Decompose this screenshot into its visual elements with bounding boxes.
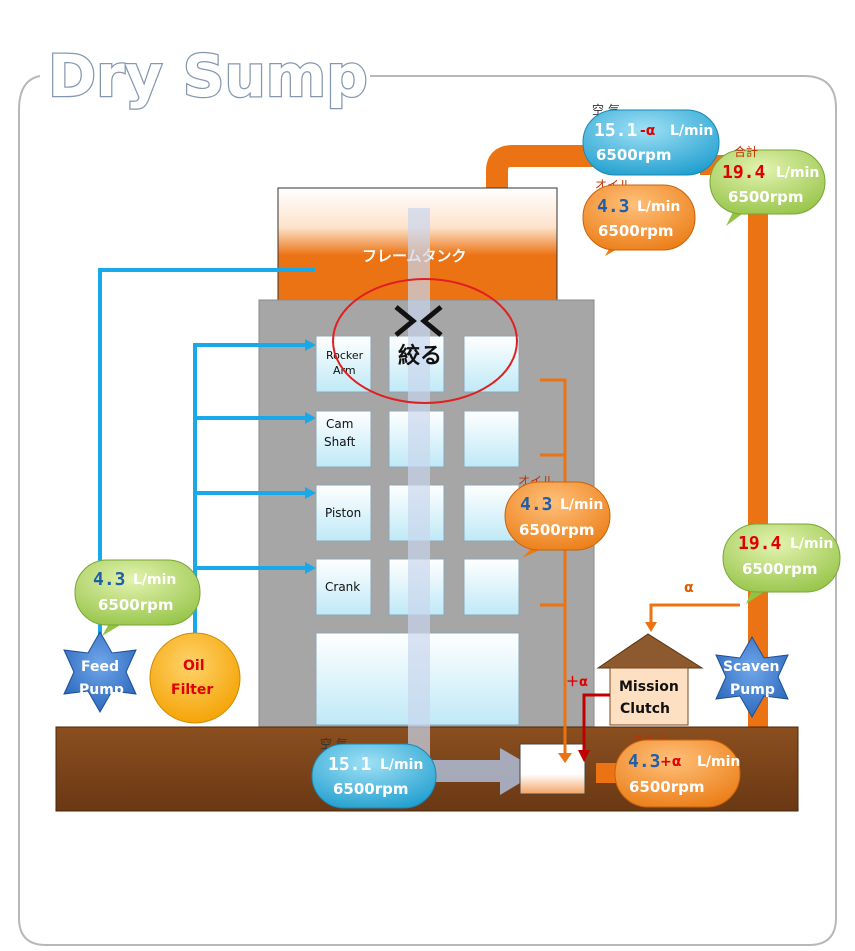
clutch-label-1: Mission [619,679,679,695]
bubble-rpm: 6500rpm [596,146,672,164]
scaven-pump-label-1: Scaven [723,659,779,675]
bubble-sym: +α [660,754,682,770]
scaven-pump-star [715,635,789,719]
clutch-return-line [582,693,610,752]
restrict-circle [332,278,518,404]
window-rocker-arm [315,335,372,393]
window [463,558,520,616]
bubble-rpm: 6500rpm [728,188,804,206]
bubble-num: 4.3 [628,751,661,772]
bubble-total-top: 合計 19.4 L/min 6500rpm [709,144,826,226]
plus-alpha-label: ＋α [566,675,588,690]
window-crank [315,558,372,616]
bubble-oil-mid: オイル 4.3 L/min 6500rpm [504,474,611,558]
bubble-rpm: 6500rpm [742,560,818,578]
bubble-rpm: 6500rpm [598,222,674,240]
bubble-rpm: 6500rpm [333,780,409,798]
bubble-num: 4.3 [520,494,553,515]
oil-filter-label-2: Filter [171,682,213,698]
bubble-unit: L/min [670,123,713,139]
bubble-unit: L/min [560,497,603,513]
bubble-unit: L/min [637,199,680,215]
window-piston [315,484,372,542]
window [463,410,520,468]
feed-arrowheads [305,339,316,574]
bubble-oil-top: オイル 4.3 L/min 6500rpm [582,178,696,256]
alpha-arrowhead [645,622,657,632]
oil-filter-label-1: Oil [183,658,205,674]
oil-filter-circle [149,632,241,724]
bubble-air-top: 空 気 15.1 -α L/min 6500rpm [582,102,720,176]
label-rocker-arm-1: Rocker [326,349,364,362]
bubble-rpm: 6500rpm [519,521,595,539]
bubble-feed-left: 4.3 L/min 6500rpm [74,559,201,636]
bubble-num: 15.1 [594,120,637,141]
air-arrow-shaft [430,760,500,782]
alpha-line [649,603,740,622]
bubble-num: 4.3 [597,196,630,217]
bubble-unit: L/min [133,572,176,588]
feed-lines [98,268,315,650]
clutch-roof [596,633,704,669]
alpha-label: α [684,580,694,596]
clutch-return-arrowhead [578,750,590,762]
restrict-label: 絞る [398,343,442,369]
frame-border [18,75,837,946]
bubble-unit: L/min [697,754,740,770]
oil-bracket-arrowhead [558,753,572,763]
air-column [408,208,430,783]
window-cam-shaft [315,410,372,468]
restrict-chevron-left [394,305,417,337]
bubble-unit: L/min [380,757,423,773]
feed-pump-star [63,630,137,714]
bubble-sym: -α [640,123,656,139]
bubble-num: 19.4 [738,533,782,554]
feed-pump-label-1: Feed [81,659,119,675]
bubble-num: 15.1 [328,754,371,775]
bubble-total-right: 19.4 L/min 6500rpm [722,523,841,604]
clutch-label-2: Clutch [620,701,670,717]
label-cam-shaft-2: Shaft [324,435,356,449]
label-crank: Crank [325,580,360,594]
label-cam-shaft-1: Cam [326,417,353,431]
bubble-oil-bottom: オイル 4.3 +α L/min 6500rpm [614,732,741,808]
bubble-unit: L/min [776,165,819,181]
bubble-rpm: 6500rpm [629,778,705,796]
restrict-chevron-right [420,305,443,337]
bubble-air-bottom: 空 気 15.1 L/min 6500rpm [311,736,437,809]
bubble-num: 4.3 [93,569,126,590]
page-title: Dry Sump [48,42,368,110]
bubble-unit: L/min [790,536,833,552]
bubble-num: 19.4 [722,162,766,183]
collection-box [519,743,586,795]
scaven-pump-label-2: Pump [730,682,775,698]
label-piston: Piston [325,506,361,520]
clutch-box [609,667,689,726]
bubble-rpm: 6500rpm [98,596,174,614]
bubble-tag: 合計 [734,144,758,159]
return-arrow-top [486,145,600,212]
feed-pump-label-2: Pump [79,682,124,698]
